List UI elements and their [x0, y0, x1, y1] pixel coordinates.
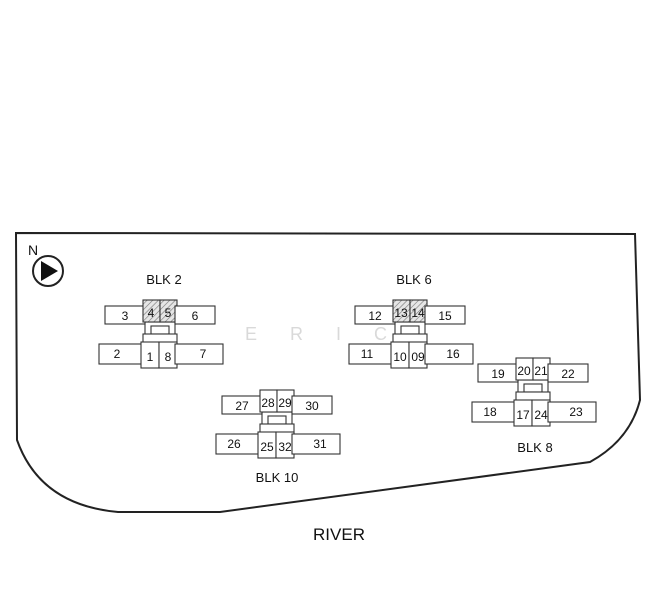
watermark-text: E R I C: [245, 324, 401, 344]
unit-label: 8: [165, 350, 172, 364]
unit-label: 12: [368, 309, 382, 323]
river-label: RIVER: [313, 525, 365, 544]
block-label: BLK 8: [517, 440, 552, 455]
unit-16[interactable]: [424, 343, 474, 365]
unit-label: 26: [227, 437, 241, 451]
unit-label: 5: [165, 306, 172, 320]
unit-label: 19: [491, 367, 505, 381]
unit-6[interactable]: [174, 305, 216, 325]
unit-22[interactable]: [547, 363, 589, 383]
unit-label: 3: [122, 309, 129, 323]
unit-label: 32: [278, 440, 292, 454]
unit-31[interactable]: [291, 433, 341, 455]
unit-label: 20: [517, 364, 531, 378]
unit-label: 16: [446, 347, 460, 361]
lift-lobby: [267, 415, 287, 425]
lift-lobby: [150, 325, 170, 335]
block-label: BLK 6: [396, 272, 431, 287]
unit-label: 2: [114, 347, 121, 361]
unit-label: 10: [393, 350, 407, 364]
unit-label: 24: [534, 408, 548, 422]
block-label: BLK 2: [146, 272, 181, 287]
unit-label: 09: [411, 350, 425, 364]
unit-label: 4: [148, 306, 155, 320]
unit-label: 11: [361, 347, 374, 361]
unit-label: 1: [147, 350, 154, 364]
lift-lobby: [523, 383, 543, 393]
unit-23[interactable]: [547, 401, 597, 423]
unit-label: 30: [305, 399, 319, 413]
unit-label: 18: [483, 405, 497, 419]
unit-label: 14: [411, 306, 425, 320]
unit-label: 7: [200, 347, 207, 361]
unit-label: 13: [394, 306, 408, 320]
north-compass: N: [28, 242, 64, 287]
unit-label: 27: [235, 399, 249, 413]
unit-label: 31: [313, 437, 327, 451]
unit-label: 21: [534, 364, 548, 378]
unit-label: 15: [438, 309, 452, 323]
block-label: BLK 10: [256, 470, 299, 485]
unit-label: 23: [569, 405, 583, 419]
unit-15[interactable]: [424, 305, 466, 325]
unit-label: 25: [260, 440, 274, 454]
unit-7[interactable]: [174, 343, 224, 365]
unit-2[interactable]: [98, 343, 144, 365]
unit-30[interactable]: [291, 395, 333, 415]
unit-label: 28: [261, 396, 275, 410]
north-label: N: [28, 242, 38, 258]
unit-label: 6: [192, 309, 199, 323]
unit-label: 22: [561, 367, 575, 381]
north-arrow-icon: [41, 261, 58, 281]
unit-label: 17: [516, 408, 530, 422]
unit-label: 29: [278, 396, 292, 410]
lift-lobby: [400, 325, 420, 335]
